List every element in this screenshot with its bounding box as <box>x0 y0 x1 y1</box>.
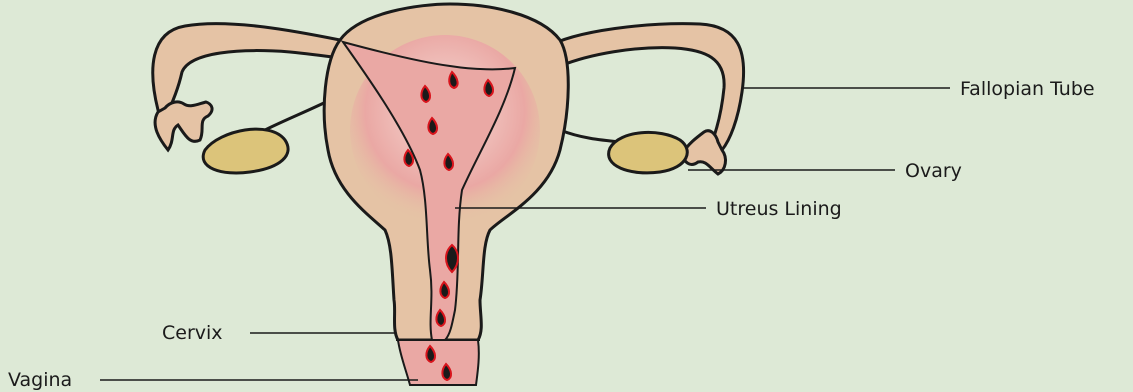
fallopian-tube-label: Fallopian Tube <box>960 80 1095 99</box>
ovary-label: Ovary <box>905 162 962 181</box>
vagina <box>398 340 479 385</box>
vagina-label: Vagina <box>8 371 72 390</box>
uterus-lining-label: Utreus Lining <box>716 200 842 219</box>
left-ovary <box>203 129 288 173</box>
left-ovarian-ligament <box>265 100 330 130</box>
blood-drop <box>446 245 458 272</box>
right-ovarian-ligament <box>560 130 620 142</box>
right-ovary <box>609 132 688 172</box>
left-fimbriae <box>155 102 212 150</box>
cervix-label: Cervix <box>162 324 223 343</box>
